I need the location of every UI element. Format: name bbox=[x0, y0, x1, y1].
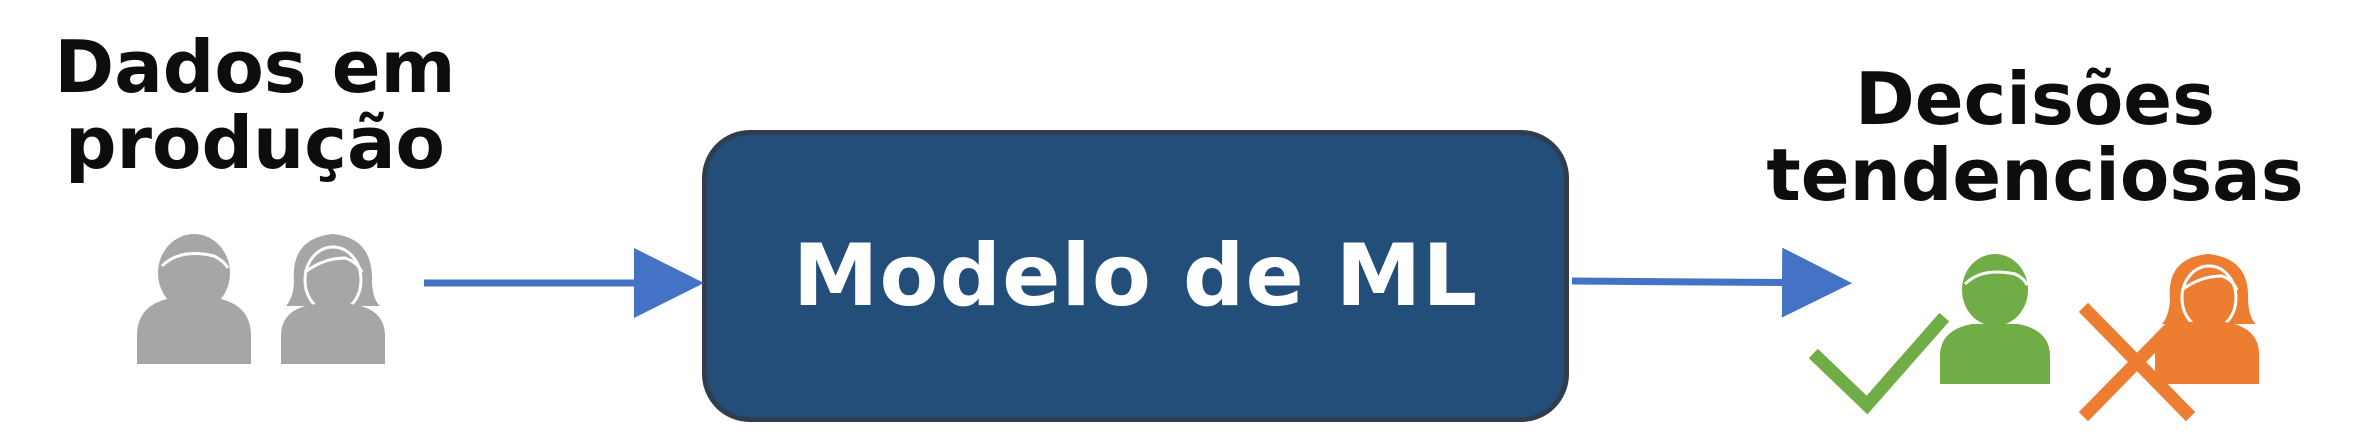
output-label-line-1: Decisões bbox=[1855, 57, 2215, 141]
output-label-line-2: tendenciosas bbox=[1766, 132, 2304, 217]
ml-model-box: Modelo de ML bbox=[702, 130, 1569, 422]
input-data-label: Dados em produção bbox=[40, 25, 470, 185]
input-label-line-2: produção bbox=[64, 100, 446, 185]
output-decisions-label: Decisões tendenciosas bbox=[1755, 57, 2315, 217]
rejected-user-icon bbox=[2155, 254, 2259, 384]
male-user-icon bbox=[137, 234, 251, 364]
female-user-icon bbox=[281, 234, 385, 364]
ml-model-title: Modelo de ML bbox=[792, 226, 1479, 326]
check-icon bbox=[1808, 312, 1950, 415]
accepted-user-icon bbox=[1940, 254, 2050, 384]
input-label-line-1: Dados em bbox=[54, 25, 456, 109]
output-arrow bbox=[1571, 247, 1852, 318]
